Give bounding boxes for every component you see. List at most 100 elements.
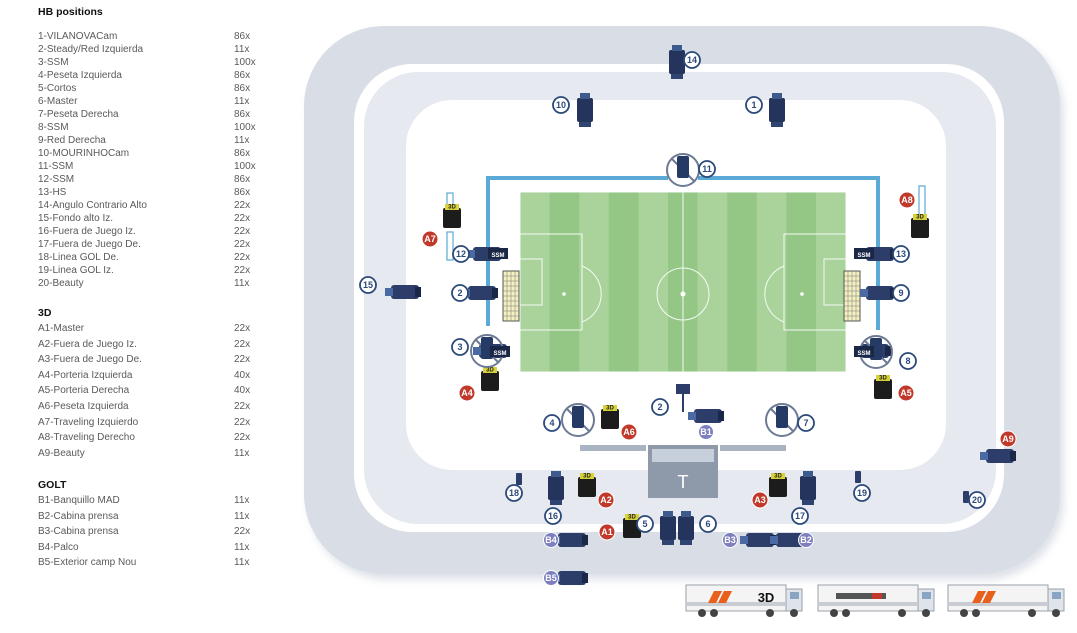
ssm-tag <box>854 248 874 259</box>
golt-marker: B4 <box>543 532 559 548</box>
hb-marker: 2 <box>451 284 469 302</box>
camera-name: 15-Fondo alto Iz. <box>38 213 114 224</box>
hb-marker: 16 <box>544 507 562 525</box>
goal-left <box>502 270 520 322</box>
camera-name: 20-Beauty <box>38 278 84 289</box>
hb-marker: 19 <box>853 484 871 502</box>
hb-marker: 14 <box>683 51 701 69</box>
hb-marker-label: 1 <box>751 100 756 110</box>
3d-marker-label: A7 <box>424 234 436 244</box>
camera-ssm <box>765 403 799 437</box>
pitch-stripe <box>549 192 580 372</box>
lens-zoom: 22x <box>234 213 251 224</box>
lens-zoom: 22x <box>234 226 251 237</box>
camera-name: A7-Traveling Izquierdo <box>38 416 139 428</box>
hb-marker: 15 <box>359 276 377 294</box>
camera-name: 1-VILANOVACam <box>38 31 118 42</box>
ssm-tag <box>488 248 508 259</box>
3d-marker-label: A5 <box>900 388 912 398</box>
players-tunnel: T <box>580 445 786 498</box>
lens-zoom: 86x <box>234 187 251 198</box>
lens-zoom: 11x <box>234 541 250 553</box>
lens-zoom: 22x <box>234 200 251 211</box>
legend-row: A5-Porteria Derecha 40x <box>38 385 278 398</box>
camera-front <box>660 511 676 545</box>
legend-row: 15-Fondo alto Iz. 22x <box>38 213 278 226</box>
camera-name: 11-SSM <box>38 161 74 172</box>
football-pitch <box>519 191 847 373</box>
truck-3d-label: 3D <box>758 590 775 605</box>
3d-marker: A9 <box>999 430 1017 448</box>
legend-row: 14-Angulo Contrario Alto 22x <box>38 200 278 213</box>
camera-name: 16-Fuera de Juego Iz. <box>38 226 136 237</box>
camera-name: B2-Cabina prensa <box>38 510 119 522</box>
legend-row: B4-Palco 11x <box>38 542 278 555</box>
camera-name: 7-Peseta Derecha <box>38 109 119 120</box>
goal-right <box>843 270 861 322</box>
lens-zoom: 11x <box>234 510 250 522</box>
legend-heading: 3D <box>38 307 52 319</box>
camera-3d-rig: 3D <box>601 405 619 429</box>
legend-row: A3-Fuera de Juego De.22x <box>38 354 278 367</box>
camera-side <box>688 409 724 423</box>
ob-trucks: 3D <box>685 584 1065 617</box>
golt-marker-label: B5 <box>545 573 557 583</box>
rail-right <box>698 176 880 330</box>
3d-marker: A4 <box>458 384 476 402</box>
hb-marker: 4 <box>543 414 561 432</box>
hb-marker: 18 <box>505 484 523 502</box>
legend-row: A2-Fuera de Juego Iz. 22x <box>38 339 278 352</box>
lens-zoom: 86x <box>234 109 251 120</box>
hb-marker: 11 <box>698 160 716 178</box>
3d-marker-label: A4 <box>461 388 473 398</box>
tunnel-label: T <box>678 472 689 492</box>
hb-marker: 8 <box>899 352 917 370</box>
golt-marker: B1 <box>698 424 714 440</box>
3d-marker: A8 <box>898 191 916 209</box>
lens-zoom: 11x <box>234 44 250 55</box>
lens-zoom: 22x <box>234 338 251 350</box>
camera-name: A6-Peseta Izquierda <box>38 401 129 412</box>
rig-3d-label: 3D <box>486 368 494 374</box>
hb-marker-label: 2 <box>657 402 662 412</box>
camera-name: 12-SSM <box>38 174 75 185</box>
hb-marker: 5 <box>636 515 654 533</box>
golt-marker-label: B4 <box>545 535 557 545</box>
hb-marker-label: 16 <box>548 511 558 521</box>
lens-zoom: 86x <box>234 174 251 185</box>
camera-name: A2-Fuera de Juego Iz. <box>38 338 137 350</box>
lens-zoom: 100x <box>234 122 256 133</box>
lens-zoom: 40x <box>234 369 251 381</box>
rig-3d-label: 3D <box>628 515 636 521</box>
lens-zoom: 11x <box>234 135 250 146</box>
ob-truck <box>817 584 935 617</box>
lens-zoom: 22x <box>234 252 251 263</box>
camera-name: A5-Porteria Derecha <box>38 385 130 397</box>
camera-3d-rig: 3D <box>443 204 461 228</box>
legend-row: A4-Porteria Izquierda 40x <box>38 370 278 383</box>
lens-zoom: 40x <box>234 385 251 397</box>
steadicam <box>676 384 690 412</box>
lens-zoom: 86x <box>234 70 251 81</box>
camera-name: 14-Angulo Contrario Alto <box>38 200 147 211</box>
camera-name: A4-Porteria Izquierda <box>38 369 133 381</box>
hb-marker: 10 <box>552 96 570 114</box>
camera-side <box>385 285 421 299</box>
lens-zoom: 22x <box>234 239 251 250</box>
hb-marker-label: 20 <box>972 495 982 505</box>
camera-3d-rig: 3D <box>578 473 596 497</box>
golt-marker-label: B3 <box>724 535 736 545</box>
camera-name: B4-Palco <box>38 541 79 553</box>
